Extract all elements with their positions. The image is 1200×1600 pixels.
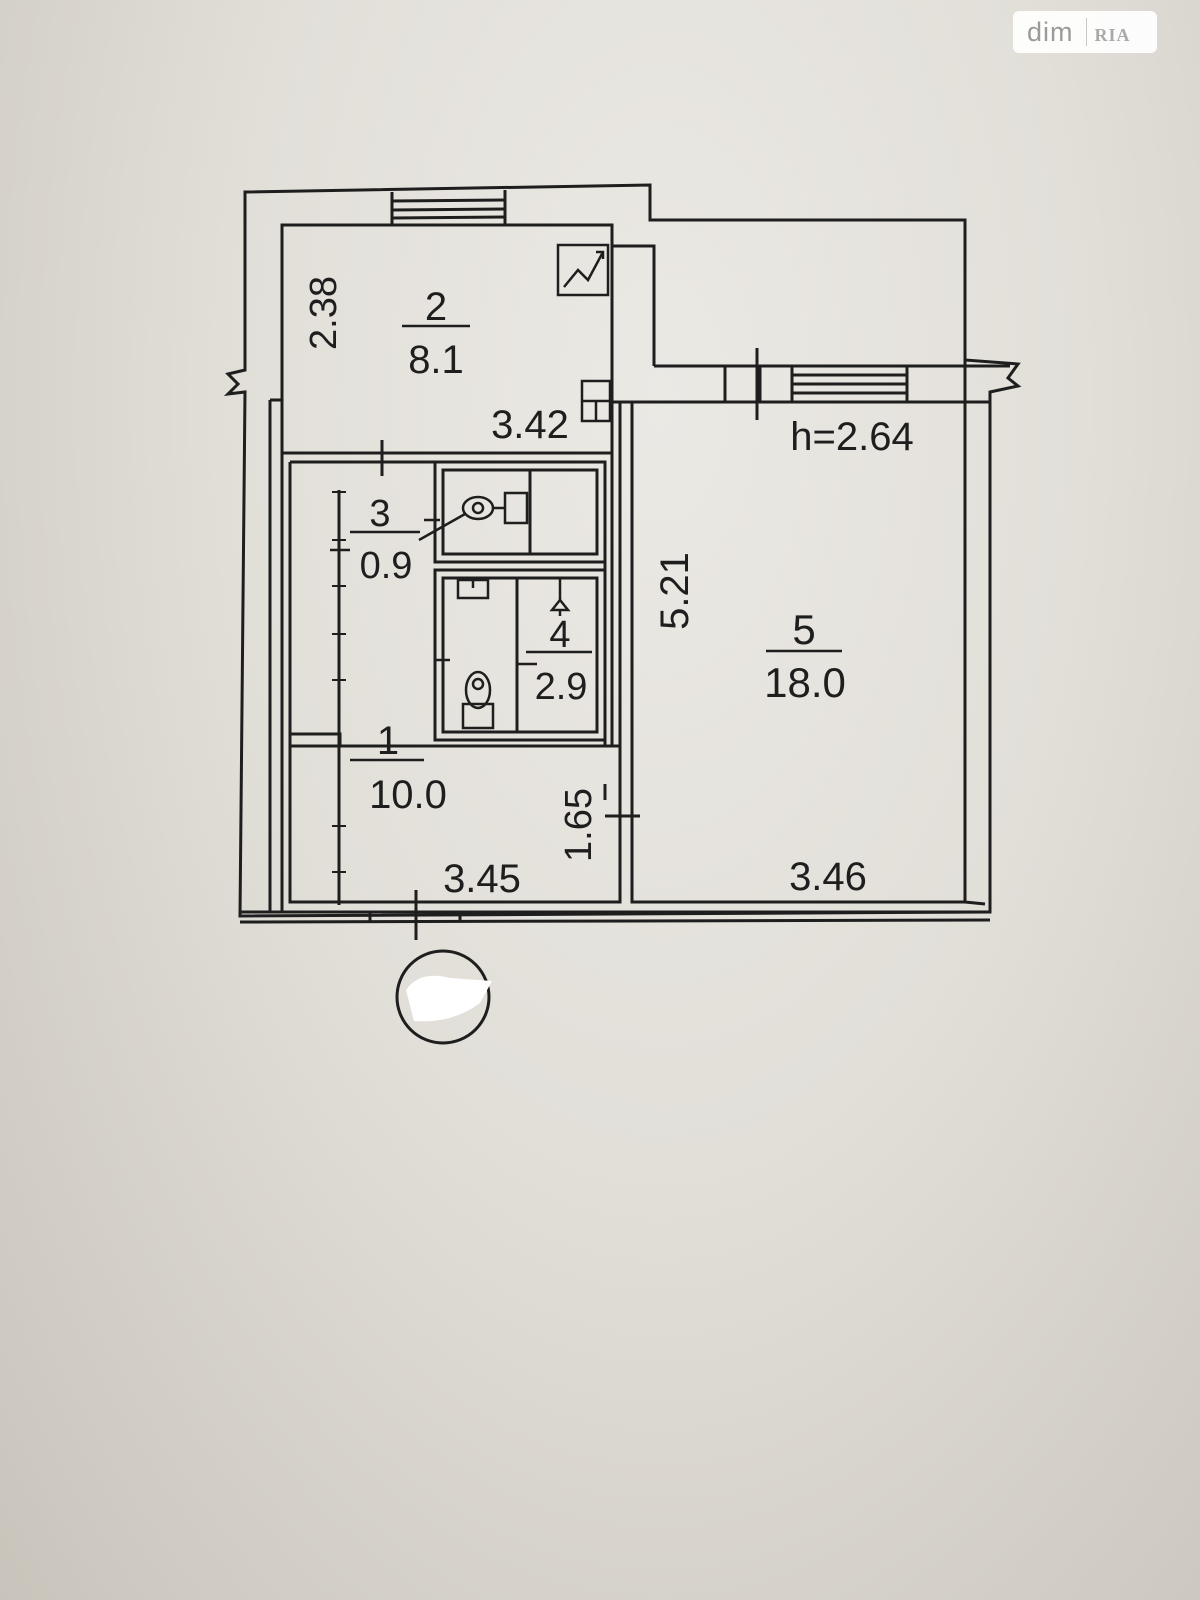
outer-wall-right-inner: [963, 360, 986, 906]
dimension-kitchen-width: 3.42: [491, 403, 569, 447]
room-5-window: [790, 366, 909, 402]
dimension-room-width: 3.46: [789, 855, 867, 899]
room-2-number: 2: [425, 285, 447, 329]
room-3-number: 3: [369, 493, 390, 535]
dimension-hall-width: 3.45: [443, 857, 521, 901]
room-1-area: 10.0: [369, 773, 447, 817]
room-5-number: 5: [792, 606, 815, 653]
room-2-area: 8.1: [408, 338, 464, 382]
niche: [288, 732, 342, 748]
toilet-icon: [461, 670, 495, 730]
room-3-area: 0.9: [360, 545, 413, 587]
watermark-logo: RIA: [1094, 24, 1131, 45]
room-1-number: 1: [377, 719, 399, 763]
room-5-walls: [630, 400, 967, 904]
room-5-area: 18.0: [764, 659, 846, 706]
wc-walls: [433, 460, 607, 564]
dimension-room-length: 5.21: [653, 552, 697, 630]
bathroom-walls: [433, 568, 607, 742]
room-5-upper-wall-inner: [612, 366, 727, 404]
watermark-brand: dim: [1027, 16, 1074, 47]
dim-ria-watermark: dim RIA: [1013, 11, 1157, 53]
riser-icon: [580, 379, 612, 423]
room-4-area: 2.9: [535, 666, 588, 708]
toilet-icon: [461, 491, 529, 525]
dimension-kitchen-height: 2.38: [303, 276, 345, 350]
ceiling-height: h=2.64: [790, 415, 913, 459]
watermark-divider: [1085, 18, 1087, 46]
washbasin-icon: [456, 578, 490, 600]
kitchen-window: [390, 190, 507, 226]
room-4-number: 4: [549, 614, 570, 656]
dimension-hall-depth: 1.65: [558, 788, 600, 862]
outer-wall: [223, 183, 1022, 918]
shower-icon: [549, 578, 571, 616]
compass-icon: [395, 949, 492, 1045]
stove-icon: [556, 243, 610, 297]
